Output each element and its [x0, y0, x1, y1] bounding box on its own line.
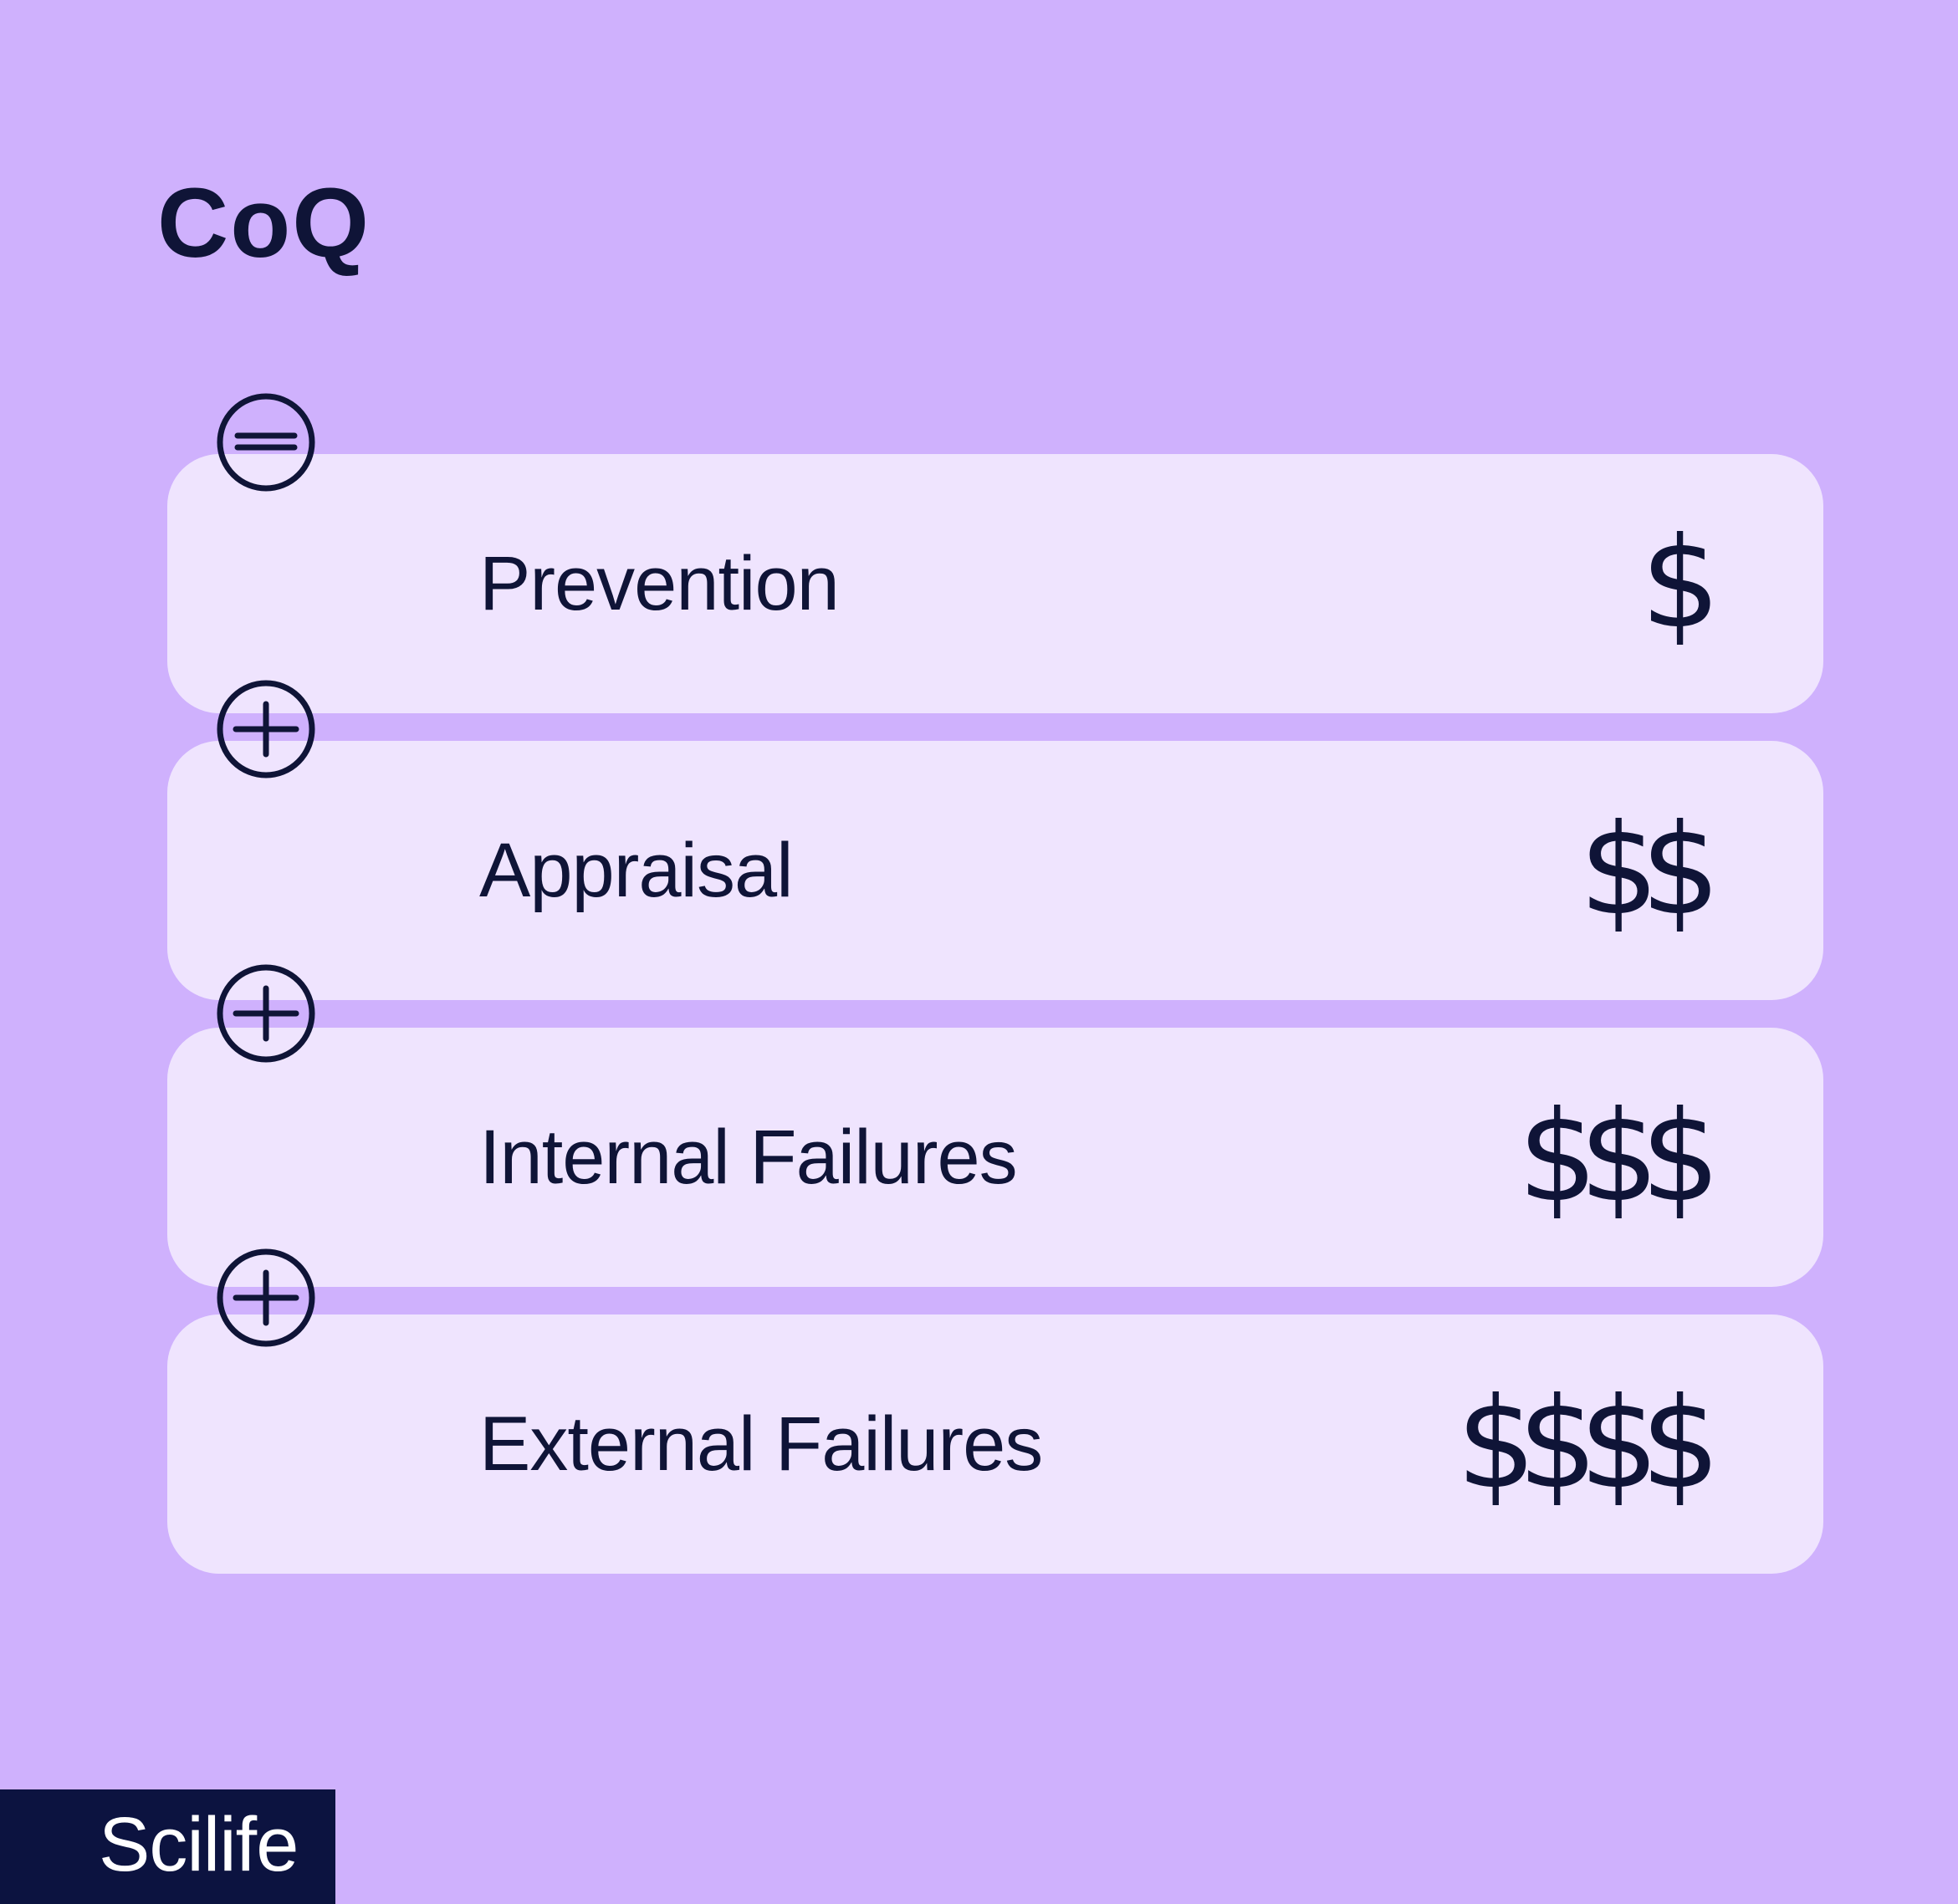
row-cost: $ — [1640, 511, 1721, 656]
cost-row-internal-failures: Internal Failures $$$ — [167, 1028, 1823, 1287]
page-title: CoQ — [157, 168, 371, 278]
plus-circle-icon — [217, 964, 315, 1063]
row-label: Prevention — [479, 541, 840, 626]
cost-row-prevention: Prevention $ — [167, 454, 1823, 713]
row-label: Internal Failures — [479, 1115, 1018, 1200]
plus-circle-icon — [217, 1248, 315, 1347]
brand-logo: Scilife — [0, 1789, 335, 1904]
row-label: Appraisal — [479, 828, 794, 913]
minus-circle-icon — [217, 393, 315, 492]
row-cost: $$$ — [1517, 1085, 1720, 1230]
brand-name: Scilife — [99, 1802, 299, 1887]
row-cost: $$ — [1579, 798, 1720, 943]
row-cost: $$$$ — [1456, 1371, 1720, 1517]
cost-row-appraisal: Appraisal $$ — [167, 741, 1823, 1000]
cost-row-external-failures: External Failures $$$$ — [167, 1314, 1823, 1574]
plus-circle-icon — [217, 680, 315, 778]
row-label: External Failures — [479, 1401, 1043, 1487]
